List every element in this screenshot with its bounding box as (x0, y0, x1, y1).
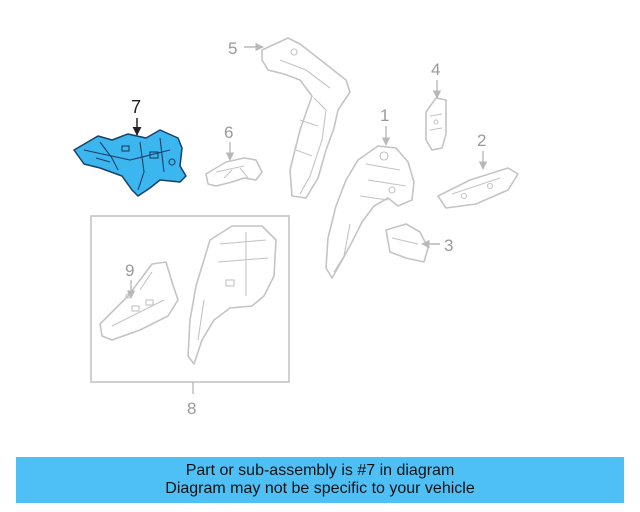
banner-line-2: Diagram may not be specific to your vehi… (165, 480, 475, 497)
callout-7: 7 (131, 97, 141, 117)
part-2[interactable] (437, 167, 519, 209)
part-7-highlighted[interactable] (73, 129, 187, 197)
callout-4: 4 (431, 60, 440, 79)
callout-3: 3 (444, 236, 453, 255)
callout-1: 1 (380, 106, 389, 125)
callout-9: 9 (125, 261, 134, 280)
banner-line-1: Part or sub-assembly is #7 in diagram (185, 462, 455, 479)
callout-8: 8 (187, 399, 196, 418)
info-banner: Part or sub-assembly is #7 in diagram Di… (16, 457, 624, 503)
sub-assembly-box (90, 215, 290, 383)
callout-2: 2 (477, 131, 486, 150)
part-9[interactable] (99, 261, 179, 341)
part-6[interactable] (205, 157, 263, 187)
part-4[interactable] (425, 97, 447, 151)
part-1[interactable] (325, 145, 415, 279)
callout-5: 5 (228, 39, 237, 58)
part-5[interactable] (261, 37, 351, 199)
part-3[interactable] (385, 223, 429, 263)
callout-6: 6 (224, 123, 233, 142)
part-8[interactable] (187, 225, 277, 365)
